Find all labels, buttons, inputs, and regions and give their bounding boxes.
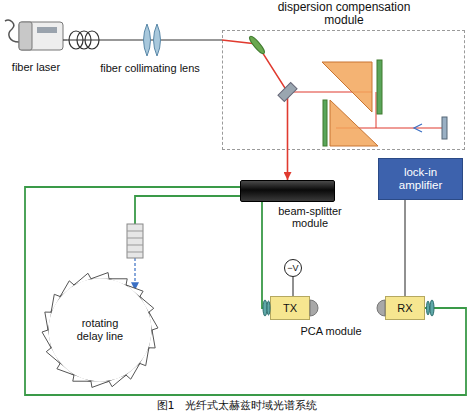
laser-beam	[288, 91, 373, 92]
laser-beam	[287, 92, 289, 150]
mirror-facet	[149, 330, 155, 348]
figure-caption: 图1 光纤式太赫兹时域光谱系统	[0, 399, 474, 413]
connector-line	[25, 187, 466, 395]
connector-line	[287, 150, 289, 180]
laser-display	[37, 27, 57, 33]
fiber-link	[135, 196, 240, 290]
mirror-facet	[91, 273, 109, 279]
mirror-facet	[45, 312, 51, 330]
beam-arrow	[287, 150, 288, 180]
mirror-facet	[74, 273, 91, 285]
collimator-stripe	[127, 238, 143, 239]
mirror-facet	[91, 381, 109, 387]
antenna-lens	[267, 301, 270, 315]
mirror-facet	[126, 285, 143, 297]
node-label: lock-in amplifier	[386, 166, 456, 192]
connector-line	[135, 196, 240, 224]
module-label: PCA module	[296, 325, 366, 337]
mirror-facet	[42, 330, 51, 348]
bias-voltage-source: −V	[284, 259, 302, 277]
fiber-coil	[69, 31, 99, 49]
rotating-delay-line: rotating delay line	[42, 272, 158, 388]
mirror-facet	[140, 297, 154, 313]
lock-in-amplifier-box: lock-in amplifier	[378, 158, 463, 200]
fiber-link	[67, 40, 222, 41]
fiber-laser: fiber laser	[5, 12, 67, 77]
node-label: TX	[283, 302, 297, 314]
connector-line	[405, 200, 406, 296]
mirror	[377, 60, 382, 114]
connector-line	[67, 39, 222, 40]
laser-beam	[376, 92, 377, 128]
beam-splitter-plate	[278, 82, 297, 101]
collimator-stripe	[127, 245, 143, 246]
detector-antenna-box: RX	[385, 296, 425, 320]
beam-splitter-box: beam-splitter module	[240, 180, 335, 202]
prism	[330, 100, 378, 146]
fiber-link	[25, 187, 466, 395]
connector-line	[134, 258, 135, 290]
mirror-facet	[60, 281, 74, 297]
collimator-stripe	[127, 231, 143, 232]
antenna-lens	[430, 300, 434, 316]
collimating-lens	[144, 24, 151, 56]
node-label: RX	[397, 302, 412, 314]
fiber-link	[262, 202, 270, 308]
connector-line	[262, 202, 270, 308]
wheel-outline	[48, 278, 152, 382]
antenna-lens	[263, 300, 267, 316]
coil-loop	[77, 31, 91, 49]
laser-body	[19, 22, 63, 50]
mirror-facet	[109, 279, 127, 285]
dispersion-module-box: dispersion compensation module	[222, 30, 465, 150]
fiber-output	[63, 39, 67, 40]
mirror-facet	[57, 363, 74, 375]
mirror	[323, 100, 327, 146]
laser-beam	[222, 40, 288, 92]
mirror-facet	[140, 348, 149, 366]
node-label: −V	[287, 263, 298, 273]
antenna-lens	[427, 301, 430, 315]
mirror-facet	[73, 375, 91, 381]
node-label: rotating delay line	[67, 317, 133, 343]
collimator-stripe	[127, 252, 143, 253]
emitter-antenna-box: TX	[270, 296, 310, 320]
node-label: dispersion compensation module	[269, 1, 419, 27]
lens-label: fiber collimating lens	[100, 62, 200, 74]
signal-wire	[405, 200, 406, 296]
node-label: fiber laser	[0, 61, 73, 74]
coil-loop	[69, 31, 83, 49]
mirror	[248, 35, 267, 56]
node-label: beam-splitter module	[269, 205, 351, 229]
prism	[322, 62, 372, 112]
collimator-body	[127, 224, 143, 258]
coil-loop	[85, 31, 99, 49]
connector-line	[293, 277, 294, 296]
mirror-facet	[126, 363, 140, 379]
bias-wire	[293, 277, 294, 296]
laser-panel	[19, 22, 32, 50]
collimating-lens	[154, 24, 161, 56]
mirror-facet	[51, 294, 60, 312]
silicon-lens	[310, 300, 318, 316]
mirror-facet	[46, 348, 60, 364]
end-mirror	[442, 117, 447, 139]
mirror-facet	[109, 375, 126, 387]
power-cable	[5, 20, 19, 42]
silicon-lens	[377, 300, 385, 316]
beam-direction	[414, 124, 422, 132]
fiber-collimator	[127, 224, 143, 258]
laser-beam	[336, 127, 442, 128]
mirror-facet	[149, 312, 158, 330]
